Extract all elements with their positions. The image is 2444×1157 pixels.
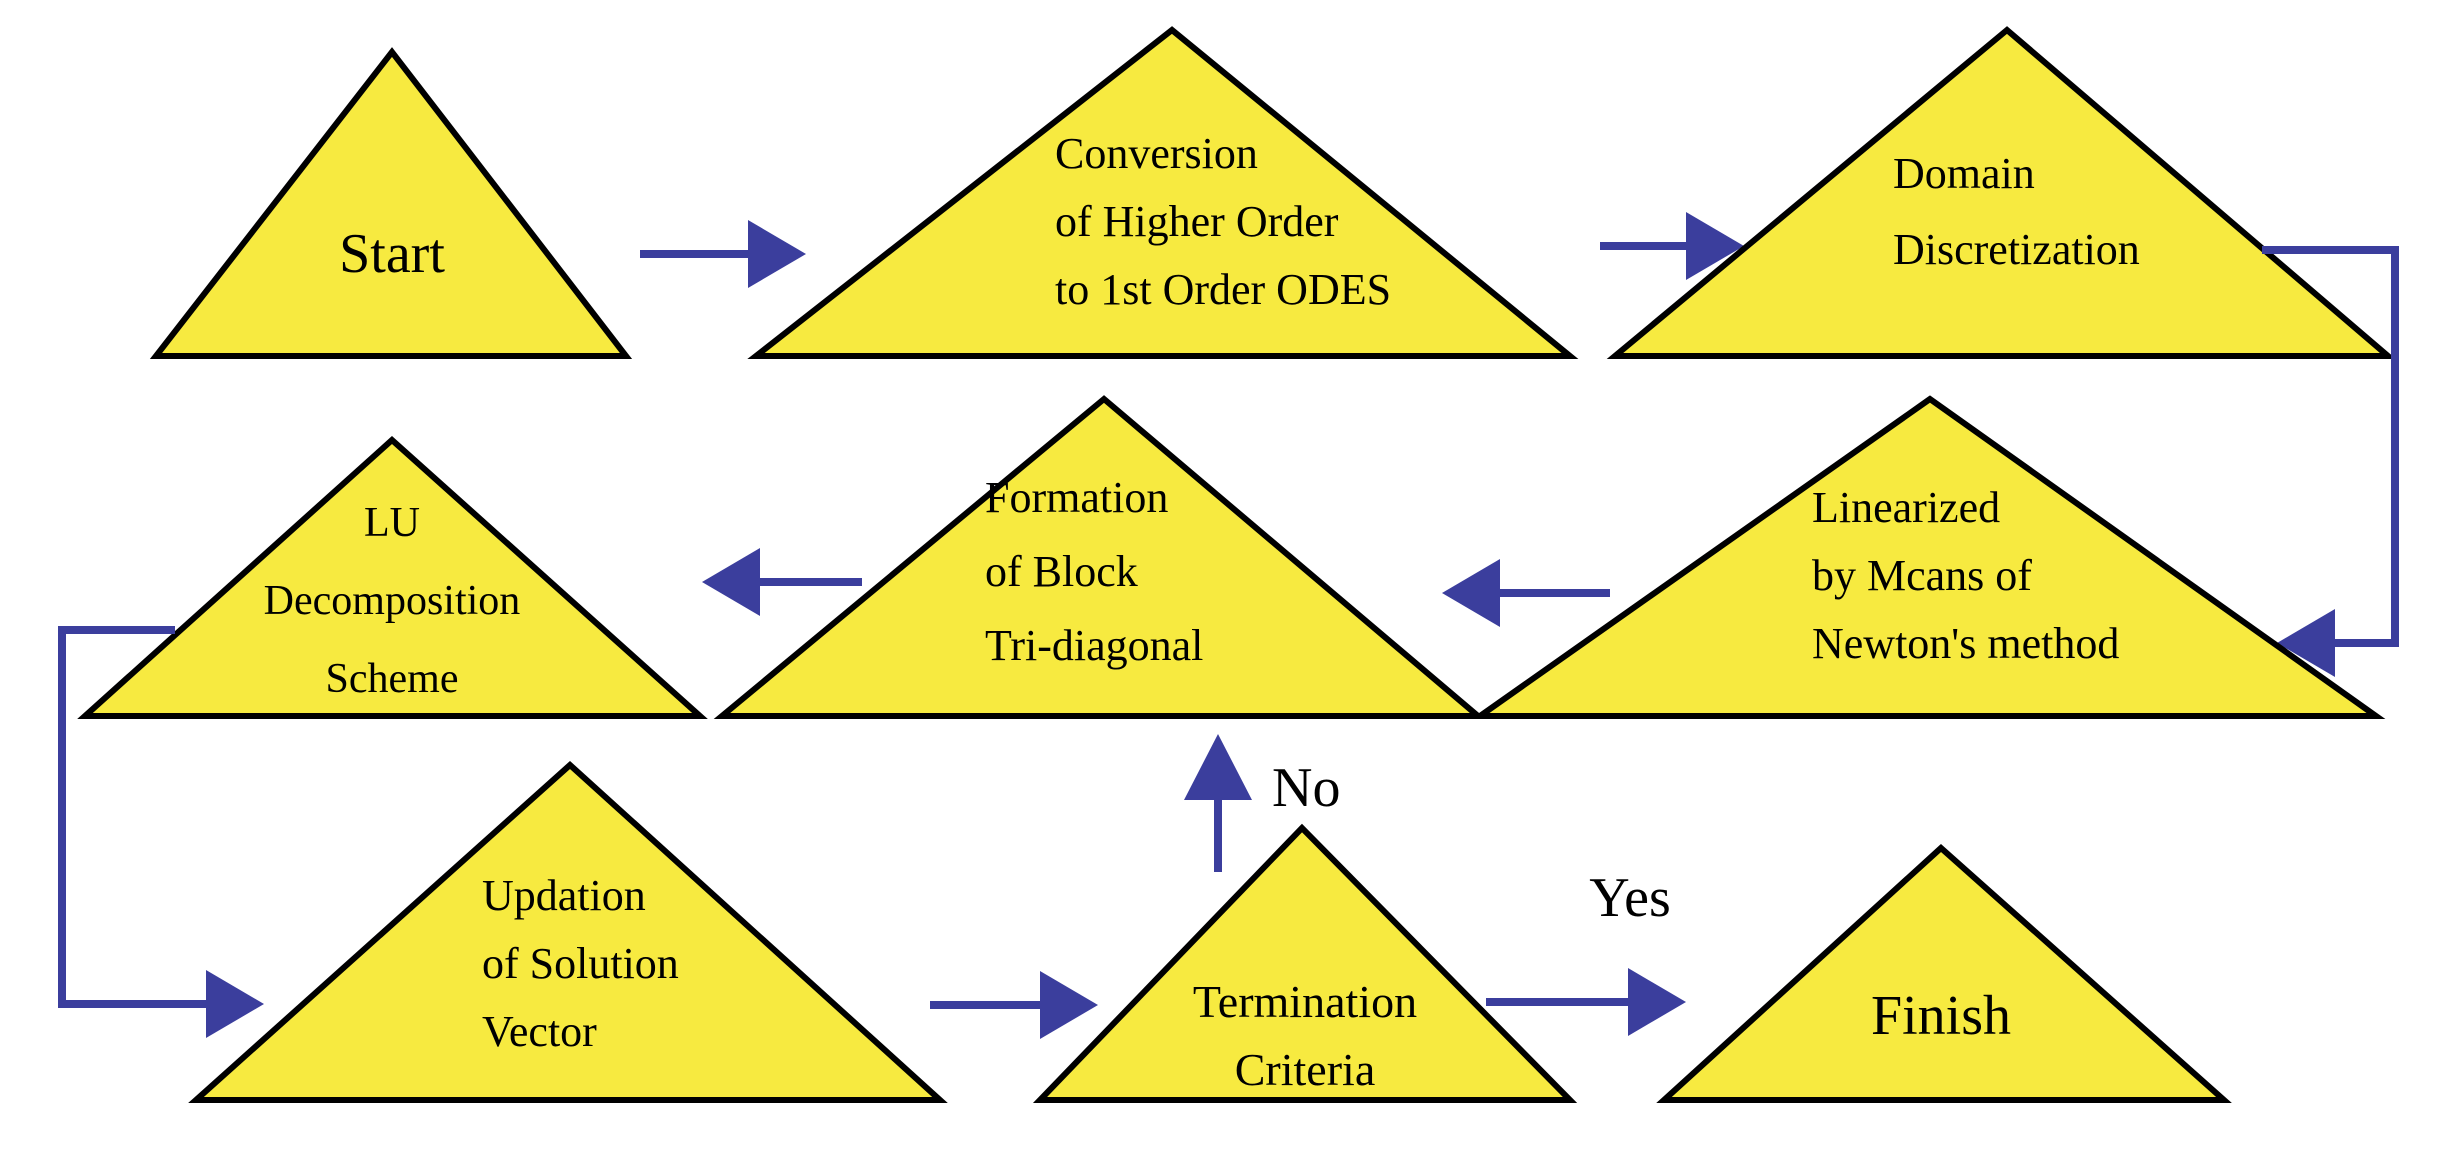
arrow-updation-to-termination <box>930 971 1098 1039</box>
node-conversion: Conversion of Higher Order to 1st Order … <box>747 26 1579 359</box>
node-start-shape <box>149 47 633 359</box>
connector-domain-to-linearized-path <box>2262 246 2399 647</box>
node-finish-shape <box>1656 843 2232 1103</box>
node-formation-label-line-3: Tri-diagonal <box>985 621 1203 670</box>
node-domain-discretization: Domain Discretization <box>1606 26 2397 359</box>
arrow-conversion-to-domain <box>1600 212 1744 280</box>
node-updation-label-line-3: Vector <box>482 1007 597 1056</box>
node-finish-label: Finish <box>1871 985 2011 1047</box>
node-conversion-shape <box>747 26 1579 359</box>
arrow-updation-to-termination-head <box>1040 971 1098 1039</box>
node-linearized-label-line-1: Linearized <box>1812 483 2000 532</box>
arrow-formation-to-lu <box>702 548 862 616</box>
node-start-label: Start <box>339 223 445 285</box>
node-finish: Finish <box>1656 843 2232 1103</box>
node-linearized: Linearized by Mcans of Newton's method <box>1470 395 2386 719</box>
node-conversion-label-line-3: to 1st Order ODES <box>1055 265 1391 314</box>
node-updation-solution-vector: Updation of Solution Vector <box>188 760 948 1103</box>
arrow-no-branch: No <box>1184 734 1340 872</box>
node-formation-label-line-2: of Block <box>985 547 1138 596</box>
node-formation-block-tridiagonal: Formation of Block Tri-diagonal <box>713 395 1487 719</box>
node-lu-label-line-3: Scheme <box>326 656 459 702</box>
node-domain-discretization-shape <box>1606 26 2397 359</box>
connector-domain-to-linearized <box>2262 246 2399 677</box>
connector-lu-to-updation-head <box>206 970 264 1038</box>
arrow-formation-to-lu-head <box>702 548 760 616</box>
node-conversion-label-line-2: of Higher Order <box>1055 197 1339 246</box>
node-formation-label-line-1: Formation <box>985 473 1168 522</box>
node-linearized-label-line-2: by Mcans of <box>1812 551 2032 600</box>
connector-lu-to-updation <box>58 626 264 1038</box>
edge-label-yes: Yes <box>1589 867 1670 929</box>
node-lu-shape <box>77 435 708 719</box>
node-termination-shape <box>1032 823 1578 1103</box>
arrow-conversion-to-domain-head <box>1686 212 1744 280</box>
node-domain-label-line-1: Domain <box>1893 149 2035 198</box>
connector-domain-to-linearized-head <box>2277 609 2335 677</box>
node-linearized-label-line-3: Newton's method <box>1812 619 2119 668</box>
node-updation-shape <box>188 760 948 1103</box>
node-lu-decomposition: LU Decomposition Scheme <box>77 435 708 719</box>
arrow-no-branch-head <box>1184 734 1252 800</box>
arrow-yes-branch: Yes <box>1486 867 1686 1036</box>
node-updation-label-line-1: Updation <box>482 871 646 920</box>
arrow-yes-branch-head <box>1628 968 1686 1036</box>
node-termination-label-line-1: Termination <box>1193 976 1417 1027</box>
arrow-start-to-conversion <box>640 220 806 288</box>
node-formation-shape <box>713 395 1487 719</box>
edge-label-no: No <box>1272 757 1340 819</box>
node-updation-label-line-2: of Solution <box>482 939 679 988</box>
arrow-linearized-to-formation-head <box>1442 559 1500 627</box>
node-conversion-label-line-1: Conversion <box>1055 129 1258 178</box>
arrow-start-to-conversion-head <box>748 220 806 288</box>
node-lu-label-line-2: Decomposition <box>264 578 521 624</box>
node-domain-label-line-2: Discretization <box>1893 225 2140 274</box>
node-linearized-shape <box>1470 395 2386 719</box>
node-start: Start <box>149 47 633 359</box>
arrow-linearized-to-formation <box>1442 559 1610 627</box>
node-termination-label-line-2: Criteria <box>1235 1044 1376 1095</box>
connector-lu-to-updation-path <box>58 626 206 1008</box>
node-termination-criteria: Termination Criteria <box>1032 823 1578 1103</box>
node-lu-label-line-1: LU <box>364 500 420 546</box>
